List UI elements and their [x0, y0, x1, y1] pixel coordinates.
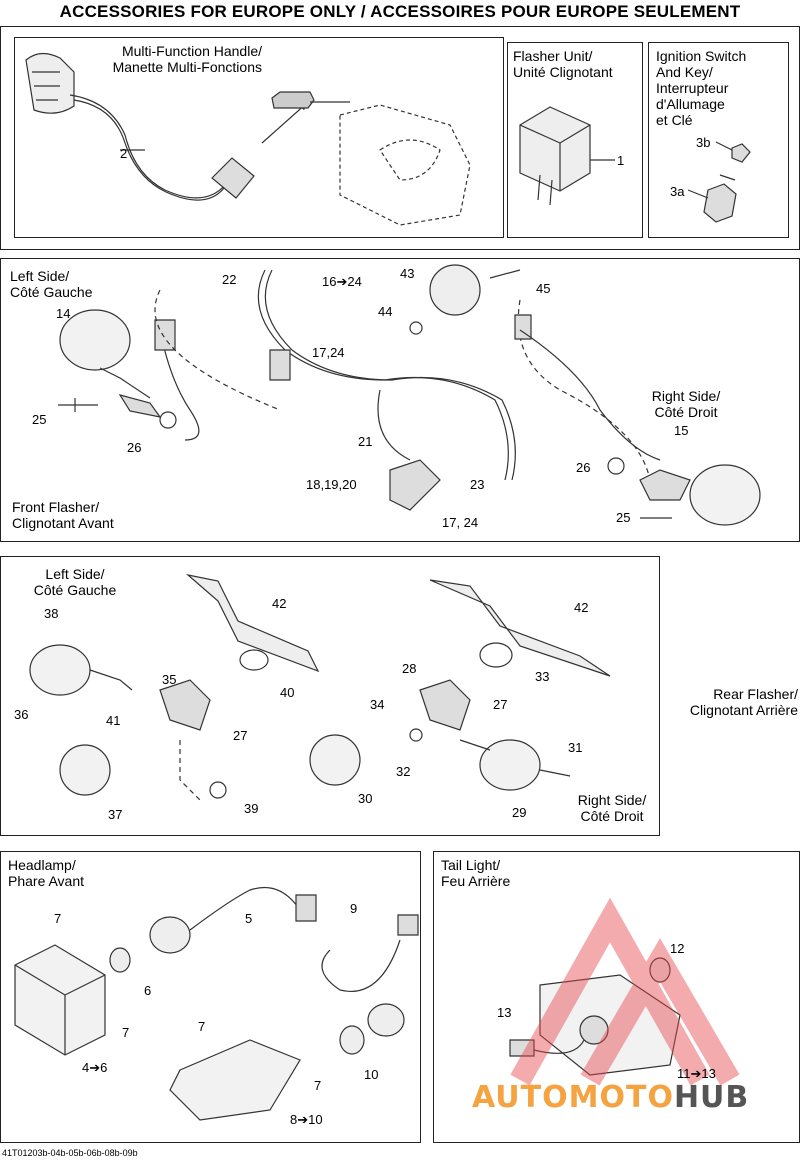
callout-16-24: 16➔24 — [322, 274, 362, 289]
front-flasher-label: Front Flasher/ Clignotant Avant — [12, 499, 114, 531]
figure-code: 41T01203b-04b-05b-06b-08b-09b — [2, 1148, 138, 1158]
page-title: ACCESSORIES FOR EUROPE ONLY / ACCESSOIRE… — [59, 2, 741, 21]
callout-25-left: 25 — [32, 412, 47, 427]
callout-22: 22 — [222, 272, 237, 287]
ignition-drawing — [687, 141, 751, 223]
callout-45: 45 — [536, 281, 551, 296]
callout-13: 13 — [497, 1005, 512, 1020]
callout-17-24-b: 17, 24 — [442, 515, 479, 530]
ignition-label: Ignition Switch And Key/ Interrupteur d'… — [656, 48, 747, 128]
callout-44: 44 — [378, 304, 393, 319]
callout-17-24-a: 17,24 — [312, 345, 345, 360]
callout-7-d: 7 — [314, 1078, 322, 1093]
flasher-unit-label: Flasher Unit/ Unité Clignotant — [513, 48, 613, 80]
callout-37: 37 — [108, 807, 123, 822]
panel-rear-flasher — [0, 556, 660, 836]
callout-25-right: 25 — [616, 510, 631, 525]
watermark-part2: HUB — [673, 1080, 750, 1115]
callout-26-left: 26 — [127, 440, 142, 455]
callout-41: 41 — [106, 713, 121, 728]
callout-27-right: 27 — [493, 697, 508, 712]
callout-34: 34 — [370, 697, 385, 712]
callout-28: 28 — [402, 661, 417, 676]
callout-4-6: 4➔6 — [82, 1060, 108, 1075]
callout-18-19-20: 18,19,20 — [306, 477, 357, 492]
callout-10: 10 — [364, 1067, 379, 1082]
callout-26-right: 26 — [576, 460, 591, 475]
callout-33: 33 — [535, 669, 550, 684]
headlamp-drawing — [14, 886, 419, 1121]
callout-21: 21 — [358, 434, 373, 449]
callout-39: 39 — [244, 801, 259, 816]
callout-43: 43 — [400, 266, 415, 281]
callout-23: 23 — [470, 477, 485, 492]
rear-flasher-label: Rear Flasher/ Clignotant Arrière — [689, 686, 798, 718]
callout-2: 2 — [120, 146, 128, 161]
front-flasher-drawing — [58, 264, 761, 526]
callout-12: 12 — [670, 941, 685, 956]
rear-flasher-left-label: Left Side/ Côté Gauche — [33, 566, 117, 598]
callout-42-right: 42 — [574, 600, 589, 615]
callout-7-c: 7 — [198, 1019, 206, 1034]
callout-3a: 3a — [670, 184, 685, 199]
callout-38: 38 — [44, 606, 59, 621]
callout-3b: 3b — [696, 135, 711, 150]
tail-light-drawing — [509, 957, 681, 1076]
callout-35: 35 — [162, 672, 177, 687]
flasher-unit-drawing — [519, 106, 615, 206]
callout-11-13: 11➔13 — [677, 1066, 716, 1081]
callout-31: 31 — [568, 740, 583, 755]
callout-5: 5 — [245, 911, 253, 926]
tail-light-label: Tail Light/ Feu Arrière — [441, 857, 511, 889]
callout-30: 30 — [358, 791, 373, 806]
rear-flasher-right-label: Right Side/ Côté Droit — [577, 792, 647, 824]
rear-flasher-drawing — [29, 573, 611, 801]
callout-42-left: 42 — [272, 596, 287, 611]
callout-32: 32 — [396, 764, 411, 779]
panel-multi-function-handle — [14, 37, 504, 238]
callout-27-left: 27 — [233, 728, 248, 743]
handle-label: Multi-Function Handle/ Manette Multi-Fon… — [112, 43, 262, 75]
callout-9: 9 — [350, 901, 358, 916]
multi-function-handle-drawing — [25, 52, 471, 226]
callout-8-10: 8➔10 — [290, 1112, 323, 1127]
callout-15: 15 — [674, 423, 689, 438]
watermark-logo: AUTOMOTOHUB — [472, 1080, 749, 1115]
watermark-part1: AUTOMOTO — [472, 1080, 674, 1115]
callout-6: 6 — [144, 983, 152, 998]
callout-36: 36 — [14, 707, 29, 722]
callout-7-a: 7 — [54, 911, 62, 926]
callout-7-b: 7 — [122, 1025, 130, 1040]
headlamp-label: Headlamp/ Phare Avant — [8, 857, 85, 889]
callout-40: 40 — [280, 685, 295, 700]
watermark-triangle — [510, 897, 740, 1086]
callout-29: 29 — [512, 805, 527, 820]
callout-14: 14 — [56, 306, 71, 321]
front-flasher-left-label: Left Side/ Côté Gauche — [10, 268, 93, 300]
callout-1: 1 — [617, 153, 625, 168]
front-flasher-right-label: Right Side/ Côté Droit — [651, 388, 721, 420]
